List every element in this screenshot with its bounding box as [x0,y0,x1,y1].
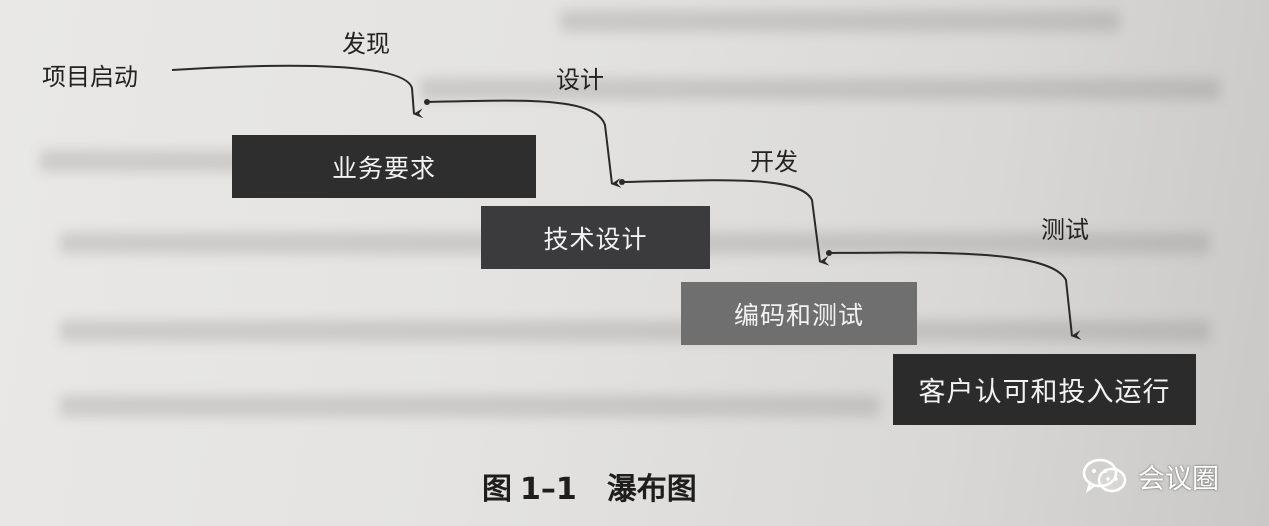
bleed-through-text [0,395,1269,435]
phase-label-develop: 开发 [750,148,798,176]
bleed-through-text [0,78,1269,118]
watermark: 会议圈 [1082,456,1219,496]
wechat-icon [1082,458,1127,493]
arrow-design [426,99,622,188]
bleed-through-text [0,10,1269,50]
start-label: 项目启动 [42,63,138,91]
stage-box-business-requirements: 业务要求 [232,135,536,198]
caption-number: 1–1 [520,472,577,507]
phase-label-discover: 发现 [342,30,390,58]
stage-box-coding-testing: 编码和测试 [681,282,917,345]
bleed-through-text [0,320,1269,360]
caption-title: 瀑布图 [606,472,697,507]
caption-prefix: 图 [482,472,512,507]
phase-label-design: 设计 [556,66,604,94]
phase-label-test: 测试 [1041,216,1089,244]
stage-box-acceptance-deployment: 客户认可和投入运行 [893,354,1196,425]
watermark-text: 会议圈 [1138,463,1219,495]
arrow-test [828,251,1082,341]
arrow-discover [171,64,424,119]
stage-box-technical-design: 技术设计 [481,206,710,269]
arrow-develop [621,179,830,266]
